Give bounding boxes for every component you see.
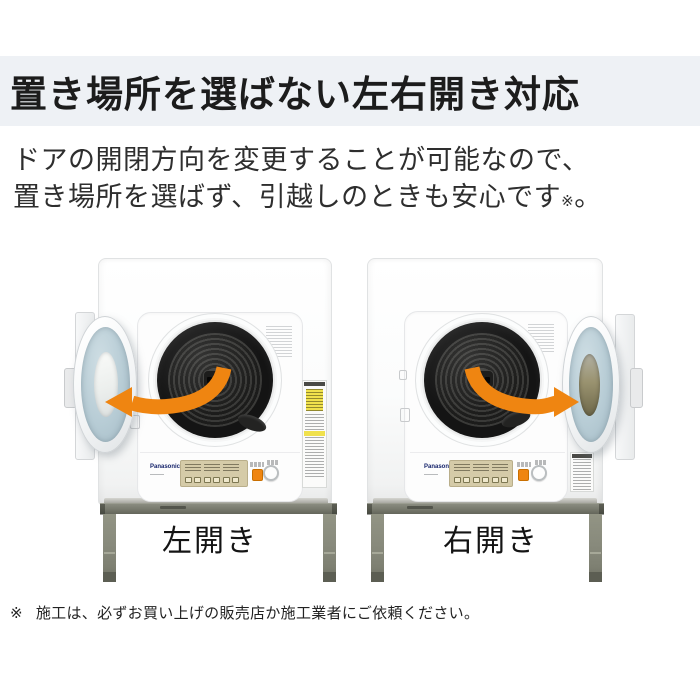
description-line-2: 置き場所を選ばず、引越しのときも安心です※。 [13,182,602,212]
caption-left-opening: 左開き [162,525,258,558]
program-button-panel [449,460,513,487]
button-caption [250,462,264,467]
dryer-photo-right-opening: Panasonic 右開き [340,250,650,590]
program-button-panel [180,460,248,487]
door-handle [630,368,643,408]
stand-leg [371,514,384,582]
stand-vent [407,506,433,509]
swing-arrow-right-icon [464,366,579,417]
reference-mark: ※ [561,193,575,210]
start-button [518,469,529,481]
warning-label [302,380,327,488]
button-caption [517,462,531,467]
timer-dial [263,465,279,481]
footnote: ※ 施工は、必ずお買い上げの販売店か施工業者にご依頼ください。 [10,602,479,623]
dial-caption [535,460,547,465]
stand-bar [100,503,337,515]
stand-leg [323,514,336,582]
footnote-marker: ※ [10,605,23,622]
stand-vent [160,506,186,509]
model-number-label [150,474,164,475]
panel-divider [410,452,565,453]
description-line-1: ドアの開閉方向を変更することが可能なので、 [13,145,590,175]
model-number-label [424,474,438,475]
section-heading: 置き場所を選ばない左右開き対応 [10,74,580,115]
timer-dial [531,465,547,481]
door-window [579,354,600,416]
description: ドアの開閉方向を変更することが可能なので、 置き場所を選ばず、引越しのときも安心… [13,142,602,220]
door-catch [400,408,410,422]
drum-opening [424,322,540,438]
section-heading-band: 置き場所を選ばない左右開き対応 [0,56,700,126]
stand-leg [103,514,116,582]
dryer-photo-left-opening: Panasonic 左開き [40,250,350,590]
swing-arrow-left-icon [105,366,232,417]
door-catch [399,370,407,380]
dial-caption [267,460,279,465]
brand-logo: Panasonic [424,464,455,470]
footnote-text: 施工は、必ずお買い上げの販売店か施工業者にご依頼ください。 [35,605,480,622]
warning-label [570,452,594,492]
start-button [252,469,263,481]
stand-bar [367,503,604,515]
panel-divider [140,452,300,453]
caption-right-opening: 右開き [443,525,539,558]
stand-leg [589,514,602,582]
brand-logo: Panasonic [150,464,181,470]
